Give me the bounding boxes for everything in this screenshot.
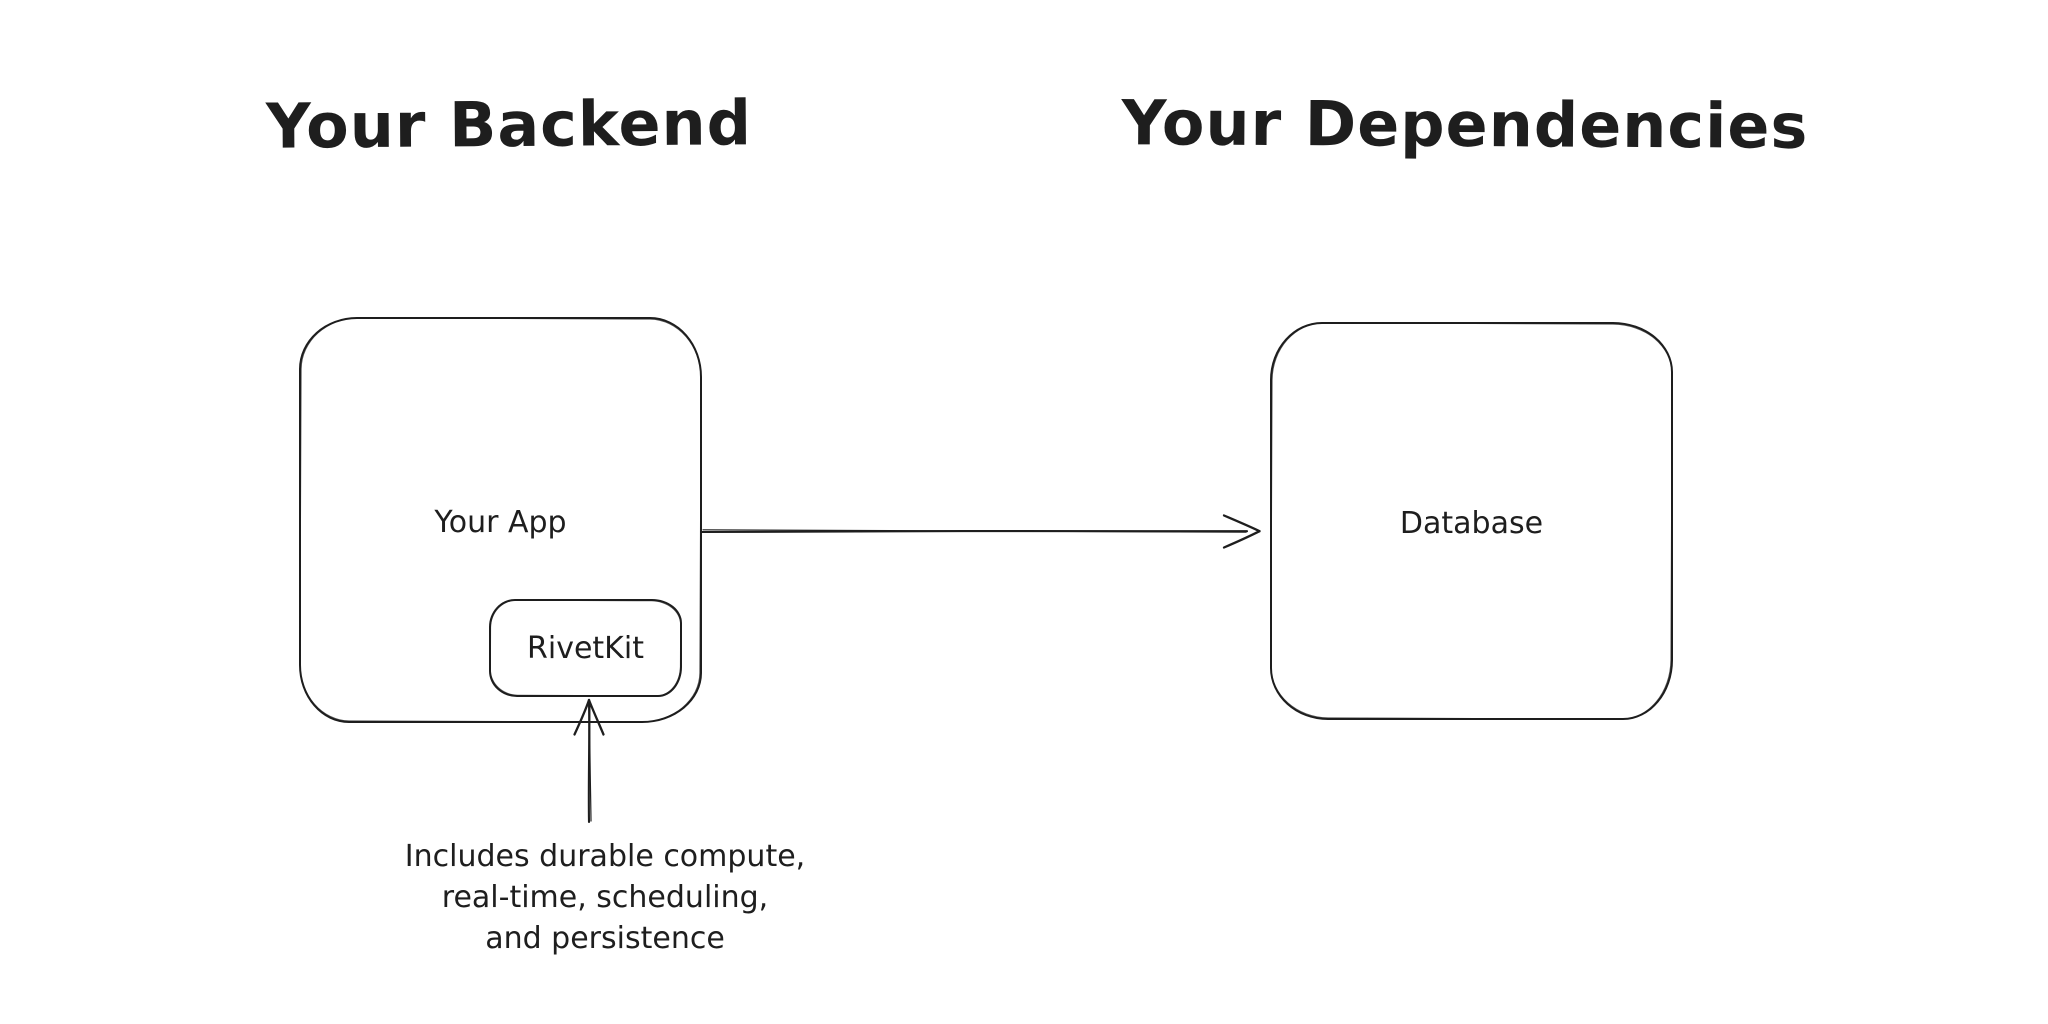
app-to-database-arrow [700, 514, 1261, 549]
rivetkit-annotation: Includes durable compute, real-time, sch… [405, 836, 805, 959]
annotation-line-3: and persistence [485, 921, 725, 956]
rivetkit-node: RivetKit [489, 599, 682, 697]
dependencies-group-title: Your Dependencies [1121, 86, 1809, 163]
your-app-label: Your App [434, 505, 567, 540]
database-node: Database [1270, 322, 1673, 720]
database-label: Database [1399, 506, 1544, 541]
your-app-node: Your App RivetKit [299, 317, 702, 723]
backend-group-title: Your Backend [265, 86, 753, 163]
annotation-line-2: real-time, scheduling, [441, 880, 769, 915]
rivetkit-label: RivetKit [527, 630, 644, 666]
annotation-line-1: Includes durable compute, [404, 839, 806, 874]
